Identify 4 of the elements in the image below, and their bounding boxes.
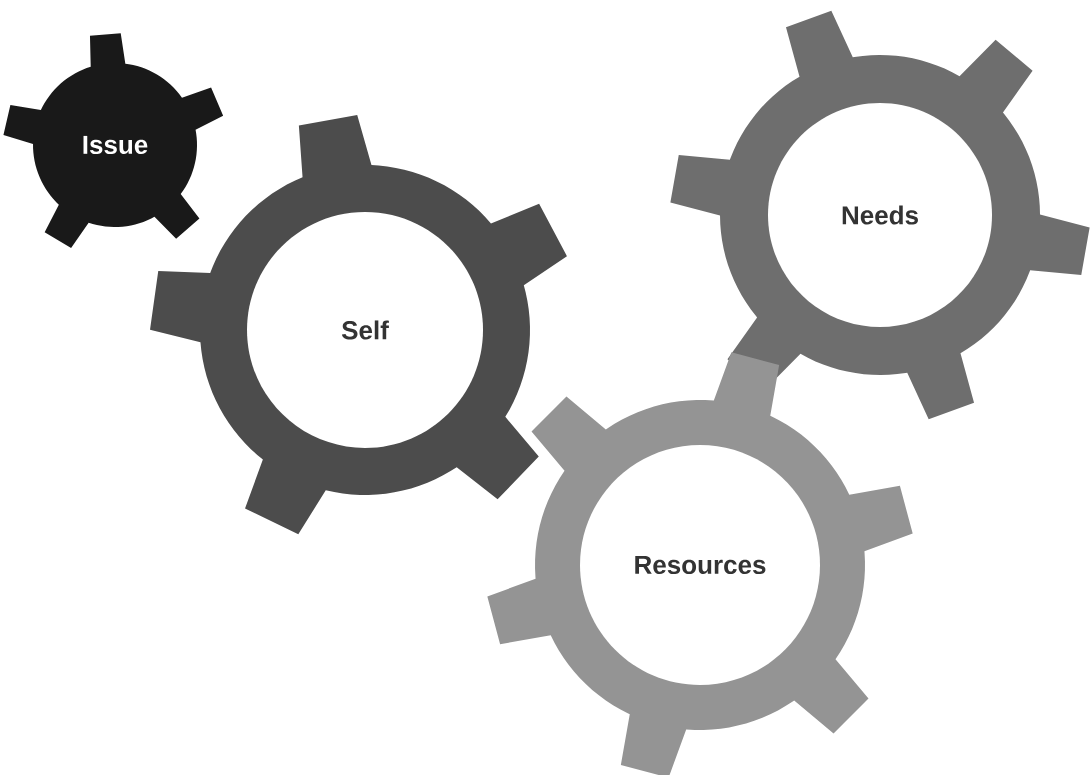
gear: Needs — [670, 10, 1090, 420]
gear: Self — [150, 115, 567, 535]
gear: Resources — [487, 352, 913, 775]
gear: Issue — [3, 33, 224, 248]
